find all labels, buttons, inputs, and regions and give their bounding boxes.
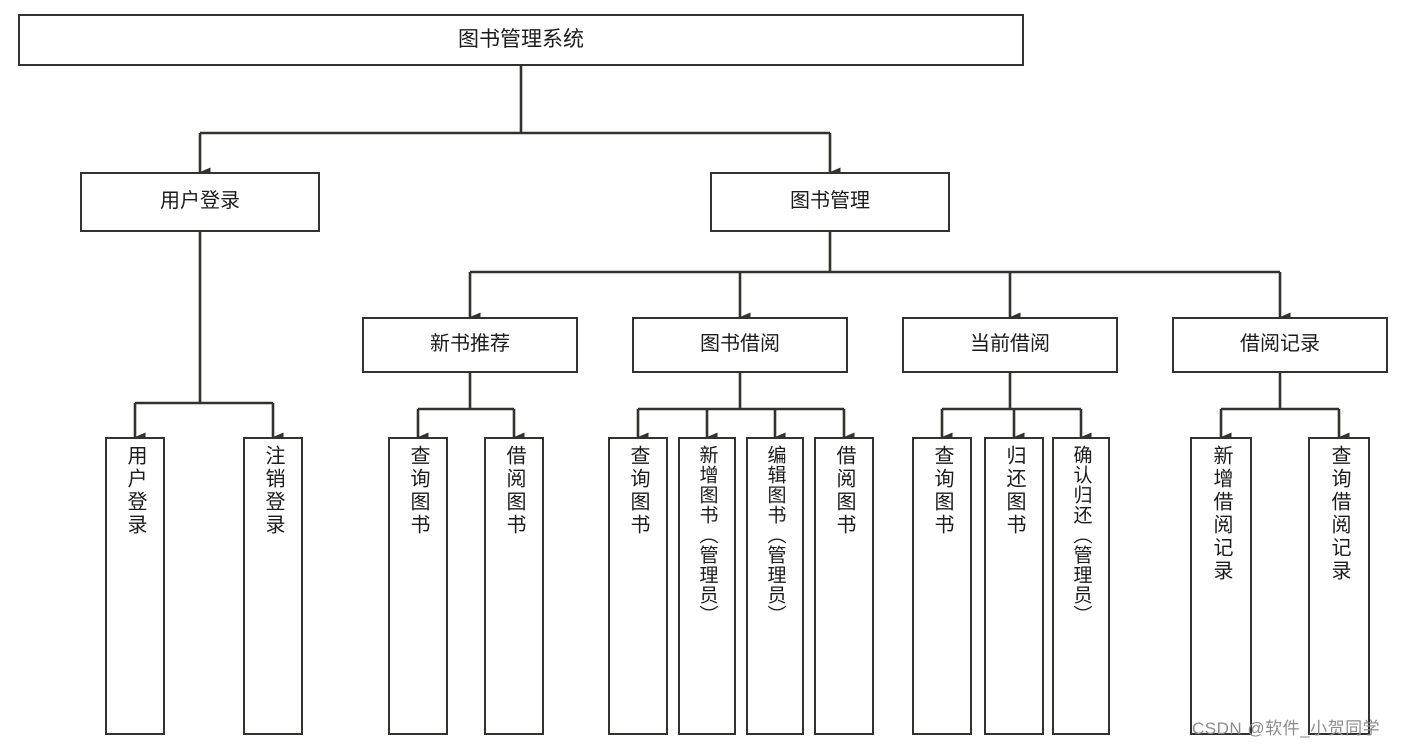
node-leaf-确认归还管理员-10[interactable]: 确认归还（管理员） — [1052, 437, 1110, 735]
node-l3-图书借阅-1[interactable]: 图书借阅 — [632, 317, 848, 373]
watermark-text: CSDN @软件_小贺同学 — [1192, 719, 1381, 738]
node-l3-新书推荐-0[interactable]: 新书推荐 — [362, 317, 578, 373]
node-root-图书管理系统[interactable]: 图书管理系统 — [18, 14, 1024, 66]
node-leaf-查询图书-label: 查询图书 — [407, 445, 429, 537]
node-leaf-借阅图书-label: 借阅图书 — [833, 445, 855, 537]
node-l2-图书管理-1[interactable]: 图书管理 — [710, 172, 950, 232]
node-l3-借阅记录-label: 借阅记录 — [1240, 333, 1320, 356]
node-leaf-查询借阅记录-12[interactable]: 查询借阅记录 — [1308, 437, 1370, 735]
node-leaf-确认归还管理员-label: 确认归还（管理员） — [1070, 445, 1092, 625]
node-leaf-查询图书-4[interactable]: 查询图书 — [608, 437, 668, 735]
node-l2-用户登录-label: 用户登录 — [160, 190, 240, 213]
node-leaf-借阅图书-3[interactable]: 借阅图书 — [484, 437, 544, 735]
node-l3-借阅记录-3[interactable]: 借阅记录 — [1172, 317, 1388, 373]
node-leaf-注销登录-1[interactable]: 注销登录 — [243, 437, 303, 735]
node-l3-当前借阅-label: 当前借阅 — [970, 333, 1050, 356]
node-leaf-编辑图书管理员-label: 编辑图书（管理员） — [764, 445, 786, 625]
node-leaf-用户登录-0[interactable]: 用户登录 — [105, 437, 165, 735]
node-leaf-注销登录-label: 注销登录 — [262, 445, 284, 537]
node-l3-图书借阅-label: 图书借阅 — [700, 333, 780, 356]
connector-group — [133, 66, 1350, 442]
node-leaf-新增图书管理员-label: 新增图书（管理员） — [696, 445, 718, 625]
node-root-图书管理系统-label: 图书管理系统 — [458, 27, 584, 51]
node-leaf-编辑图书管理员-6[interactable]: 编辑图书（管理员） — [746, 437, 804, 735]
node-leaf-新增借阅记录-label: 新增借阅记录 — [1210, 445, 1232, 583]
node-leaf-归还图书-9[interactable]: 归还图书 — [984, 437, 1044, 735]
node-leaf-新增借阅记录-11[interactable]: 新增借阅记录 — [1190, 437, 1252, 735]
node-leaf-新增图书管理员-5[interactable]: 新增图书（管理员） — [678, 437, 736, 735]
node-leaf-查询图书-8[interactable]: 查询图书 — [912, 437, 972, 735]
node-leaf-借阅图书-7[interactable]: 借阅图书 — [814, 437, 874, 735]
node-leaf-归还图书-label: 归还图书 — [1003, 445, 1025, 537]
node-leaf-查询图书-2[interactable]: 查询图书 — [388, 437, 448, 735]
node-l2-图书管理-label: 图书管理 — [790, 190, 870, 213]
node-leaf-借阅图书-label: 借阅图书 — [503, 445, 525, 537]
node-leaf-查询借阅记录-label: 查询借阅记录 — [1328, 445, 1350, 583]
node-l3-当前借阅-2[interactable]: 当前借阅 — [902, 317, 1118, 373]
node-l2-用户登录-0[interactable]: 用户登录 — [80, 172, 320, 232]
node-leaf-用户登录-label: 用户登录 — [124, 445, 146, 537]
node-leaf-查询图书-label: 查询图书 — [931, 445, 953, 537]
node-leaf-查询图书-label: 查询图书 — [627, 445, 649, 537]
node-l3-新书推荐-label: 新书推荐 — [430, 333, 510, 356]
